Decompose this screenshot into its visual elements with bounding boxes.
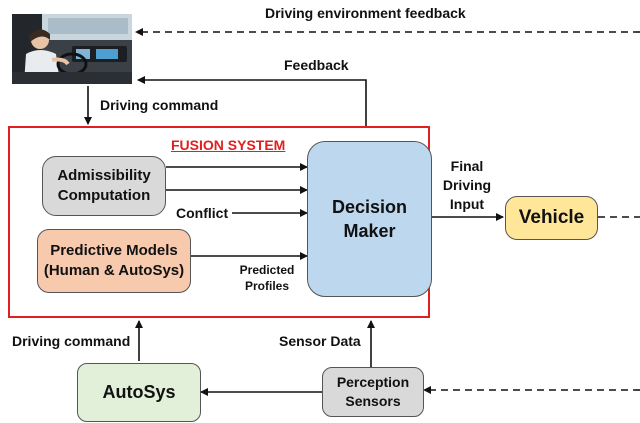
predictive-models-node: Predictive Models (Human & AutoSys) (37, 229, 191, 293)
env-feedback-label: Driving environment feedback (265, 5, 466, 21)
driver-in-car-photo-icon (12, 14, 132, 84)
driving-command-bottom-label: Driving command (12, 333, 131, 349)
sensor-data-label: Sensor Data (279, 333, 361, 349)
decision-maker-node: Decision Maker (307, 141, 432, 297)
feedback-label: Feedback (284, 57, 349, 73)
conflict-label: Conflict (176, 205, 229, 221)
perception-sensors-label: Perception Sensors (336, 374, 410, 409)
decision-maker-label: Decision Maker (331, 197, 408, 241)
predicted-profiles-label: Predicted Profiles (239, 263, 295, 293)
predictive-models-label: Predictive Models (Human & AutoSys) (43, 242, 185, 279)
perception-sensors-node: Perception Sensors (322, 367, 424, 417)
driving-command-top-label: Driving command (100, 97, 219, 113)
autosys-node: AutoSys (77, 363, 201, 422)
fusion-system-title: FUSION SYSTEM (171, 137, 286, 153)
autosys-label: AutoSys (102, 382, 176, 402)
admissibility-computation-label: Admissibility Computation (57, 167, 151, 204)
vehicle-node: Vehicle (505, 196, 598, 240)
vehicle-label: Vehicle (518, 207, 585, 228)
driver-photo (12, 14, 132, 84)
admissibility-computation-node: Admissibility Computation (42, 156, 166, 216)
feedback-arrow (137, 76, 367, 126)
final-driving-input-label: Final Driving Input (442, 158, 492, 212)
